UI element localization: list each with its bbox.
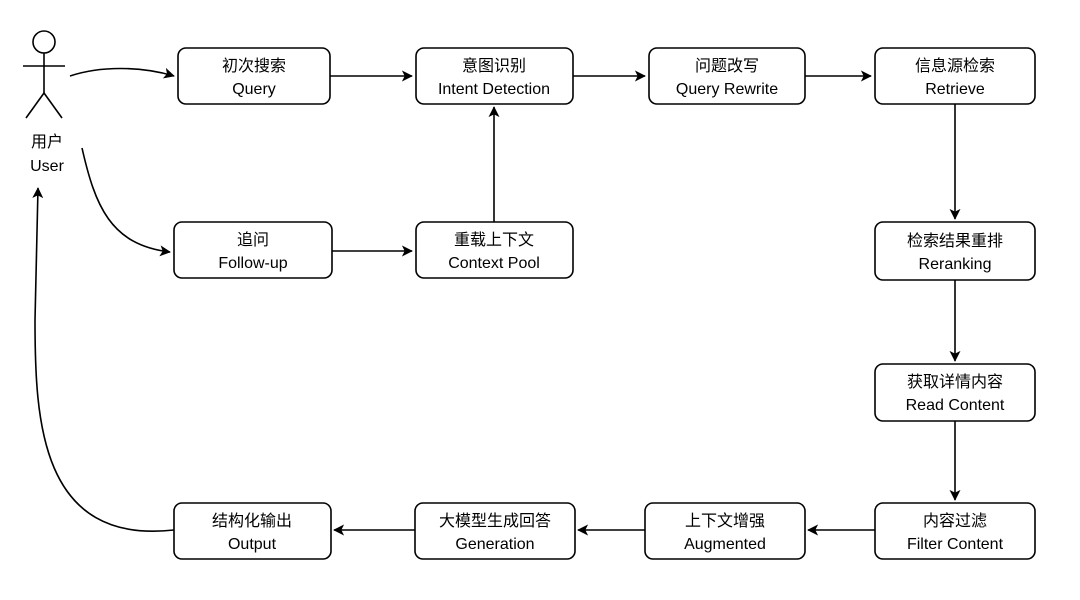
- node-filter: 内容过滤 Filter Content: [874, 502, 1036, 560]
- node-intent: 意图识别 Intent Detection: [415, 47, 574, 105]
- actor-label-en: User: [30, 158, 64, 175]
- node-read-en: Read Content: [906, 397, 1005, 414]
- actor-label-zh: 用户: [31, 133, 63, 151]
- node-augmented-box: [644, 502, 806, 560]
- node-filter-zh: 内容过滤: [923, 512, 987, 530]
- node-augmented: 上下文增强 Augmented: [644, 502, 806, 560]
- node-read: 获取详情内容 Read Content: [874, 363, 1036, 422]
- node-output-en: Output: [228, 536, 277, 553]
- node-generation-zh: 大模型生成回答: [439, 512, 551, 530]
- node-generation: 大模型生成回答 Generation: [414, 502, 576, 560]
- node-query-zh: 初次搜索: [222, 57, 286, 75]
- node-context: 重载上下文 Context Pool: [415, 221, 574, 279]
- node-followup: 追问 Follow-up: [173, 221, 333, 279]
- node-output: 结构化输出 Output: [173, 502, 332, 560]
- node-followup-zh: 追问: [237, 231, 269, 249]
- edge-user-followup: [81, 147, 171, 257]
- actor-right-leg: [43, 92, 63, 119]
- node-retrieve-zh: 信息源检索: [915, 57, 995, 75]
- node-retrieve: 信息源检索 Retrieve: [874, 47, 1036, 105]
- node-generation-box: [414, 502, 576, 560]
- node-rerank: 检索结果重排 Reranking: [874, 221, 1036, 281]
- edge-output-user: [32, 187, 175, 533]
- node-augmented-zh: 上下文增强: [685, 512, 765, 530]
- node-output-zh: 结构化输出: [212, 512, 292, 530]
- node-retrieve-box: [874, 47, 1036, 105]
- actor-head: [32, 30, 56, 54]
- node-rewrite-en: Query Rewrite: [676, 81, 778, 98]
- edge-user-query: [69, 67, 175, 79]
- node-followup-box: [173, 221, 333, 279]
- actor-left-leg: [25, 92, 45, 119]
- node-intent-box: [415, 47, 574, 105]
- node-context-zh: 重载上下文: [454, 231, 534, 249]
- node-query-box: [177, 47, 331, 105]
- node-rewrite-box: [648, 47, 806, 105]
- node-retrieve-en: Retrieve: [925, 81, 985, 98]
- node-read-box: [874, 363, 1036, 422]
- node-context-box: [415, 221, 574, 279]
- user-actor: 用户 User: [23, 30, 65, 175]
- node-rewrite: 问题改写 Query Rewrite: [648, 47, 806, 105]
- node-generation-en: Generation: [455, 536, 534, 553]
- node-intent-en: Intent Detection: [438, 81, 550, 98]
- node-rewrite-zh: 问题改写: [695, 57, 759, 75]
- node-query: 初次搜索 Query: [177, 47, 331, 105]
- node-output-box: [173, 502, 332, 560]
- node-context-en: Context Pool: [448, 255, 540, 272]
- node-filter-box: [874, 502, 1036, 560]
- node-filter-en: Filter Content: [907, 536, 1004, 553]
- node-augmented-en: Augmented: [684, 536, 766, 553]
- node-rerank-en: Reranking: [919, 256, 992, 273]
- node-rerank-box: [874, 221, 1036, 281]
- node-rerank-zh: 检索结果重排: [907, 232, 1003, 250]
- node-query-en: Query: [232, 81, 276, 98]
- node-followup-en: Follow-up: [218, 255, 287, 272]
- edges: [32, 67, 961, 536]
- node-intent-zh: 意图识别: [462, 56, 526, 75]
- node-read-zh: 获取详情内容: [907, 373, 1003, 391]
